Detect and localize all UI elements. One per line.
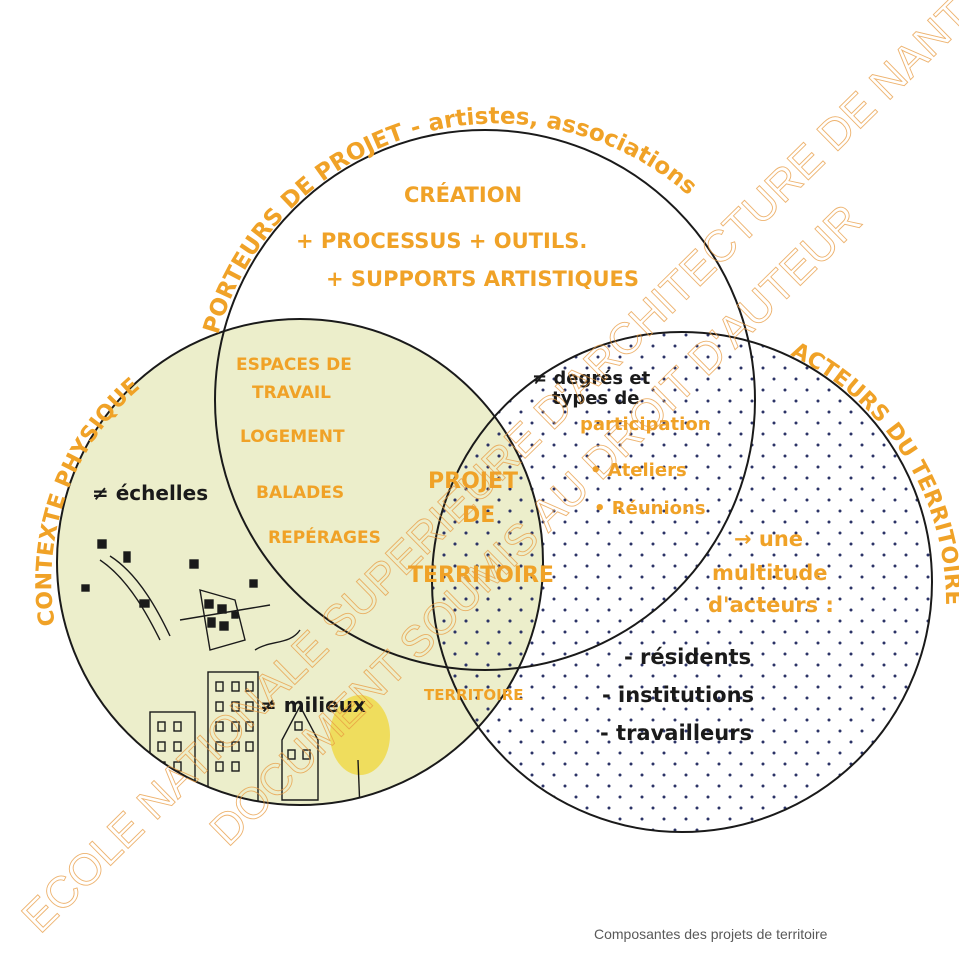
top-circle-line2: + PROCESSUS + OUTILS. (296, 229, 587, 253)
overlap-lt-line5: REPÉRAGES (268, 526, 381, 548)
top-circle-outline (214, 129, 756, 671)
center-line2: DE (462, 503, 495, 528)
overlap-rt-line3: participation (580, 414, 711, 435)
arc-label-top: PORTEURS DE PROJET - artistes, associati… (199, 103, 702, 336)
overlap-lt-line2: TRAVAIL (252, 383, 331, 403)
right-circle-item1: - résidents (624, 645, 751, 669)
overlap-lt-line1: ESPACES DE (236, 355, 352, 375)
right-circle-line2: multitude (712, 561, 828, 585)
overlap-lr-label: TERRITOIRE (424, 686, 524, 704)
right-circle-outline (431, 331, 933, 833)
right-circle-item3: - travailleurs (600, 721, 752, 745)
overlap-lt-line4: BALADES (256, 483, 344, 503)
center-line3: TERRITOIRE (408, 563, 554, 588)
right-circle-line1: → une (734, 527, 803, 551)
top-circle-line1: CRÉATION (404, 182, 522, 207)
city-sketch (81, 539, 391, 805)
left-circle-fill (57, 319, 543, 805)
center-line1: PROJET (428, 469, 518, 494)
overlap-rt-line5: • Réunions (594, 498, 706, 519)
right-circle-line3: d'acteurs : (708, 593, 834, 617)
right-circle-item2: - institutions (602, 683, 754, 707)
top-circle-line3: + SUPPORTS ARTISTIQUES (326, 267, 639, 291)
left-circle-outline (56, 318, 544, 806)
overlap-lt-line3: LOGEMENT (240, 427, 345, 447)
overlap-rt-line2: types de (552, 388, 640, 409)
right-circle-dots (432, 332, 932, 832)
overlap-rt-line1: ≠ degrés et (532, 368, 651, 389)
overlap-rt-line4: • Ateliers (590, 460, 687, 481)
left-circle-milieux: ≠ milieux (260, 693, 366, 717)
left-circle-scales: ≠ échelles (92, 481, 208, 505)
figure-caption: Composantes des projets de territoire (594, 926, 828, 942)
